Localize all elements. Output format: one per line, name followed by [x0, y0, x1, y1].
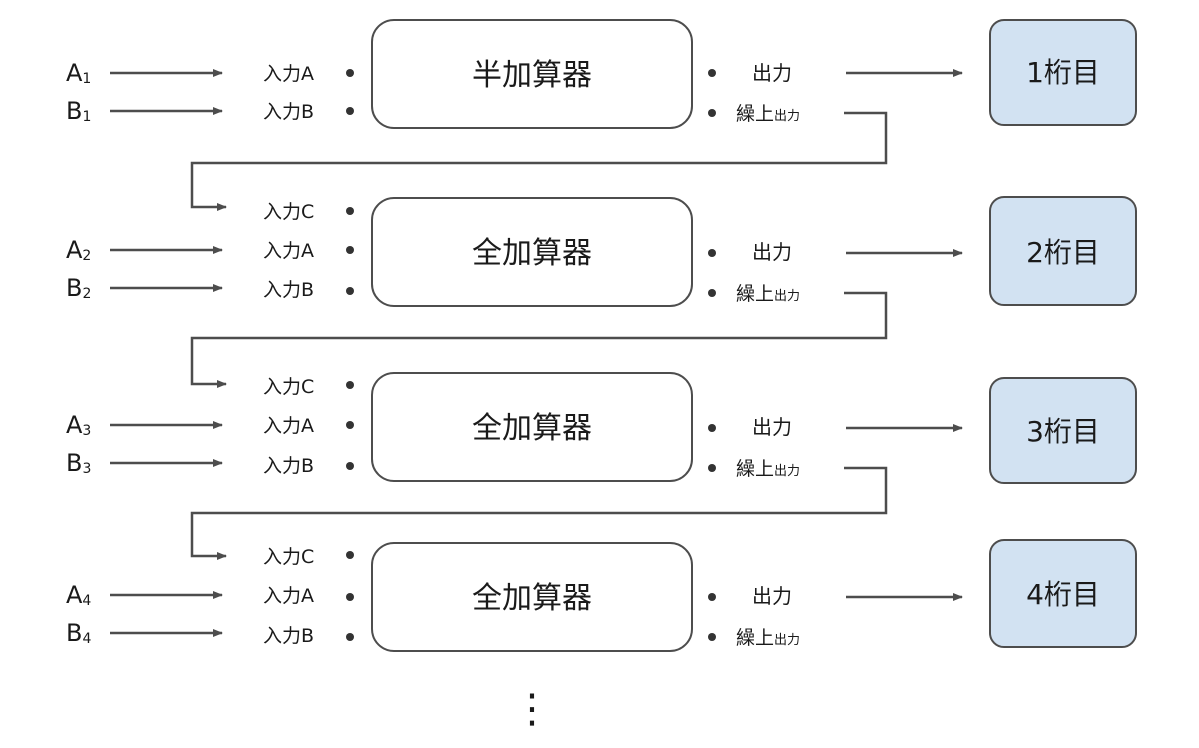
port-carry-4: 繰上出力: [736, 627, 800, 649]
port-out-4: 出力: [752, 584, 792, 608]
digit-label-2: 2桁目: [1026, 236, 1100, 269]
port-out-2: 出力: [752, 240, 792, 264]
digit-box-1: [989, 19, 1137, 126]
port-carry-3: 繰上出力: [736, 458, 800, 480]
port-dot: [708, 633, 716, 641]
digit-box-4: [989, 539, 1137, 648]
stage-3: 入力C A3 B3 入力A 入力B 全加算器 出力 繰上出力 3桁目: [66, 372, 1137, 484]
input-a-3-label: A3: [66, 411, 91, 439]
port-dot: [708, 424, 716, 432]
digit-box-2: [989, 196, 1137, 306]
port-in-a-1: 入力A: [263, 63, 314, 85]
port-dot: [346, 287, 354, 295]
port-dot: [346, 551, 354, 559]
port-dot: [708, 249, 716, 257]
port-in-a-3: 入力A: [263, 415, 314, 437]
port-dot: [708, 593, 716, 601]
port-dot: [346, 69, 354, 77]
continuation-ellipsis: ⋮: [512, 686, 552, 732]
digit-label-1: 1桁目: [1026, 56, 1100, 89]
adder-label-3: 全加算器: [472, 411, 592, 446]
port-dot: [708, 289, 716, 297]
adder-box-2: [371, 197, 693, 307]
adder-label-4: 全加算器: [472, 581, 592, 616]
port-dot: [346, 633, 354, 641]
input-b-4-label: B4: [66, 619, 91, 647]
adder-box-1: [371, 19, 693, 129]
carry-connector-2-3: [190, 291, 888, 388]
port-in-a-4: 入力A: [263, 585, 314, 607]
input-a-2-label: A2: [66, 236, 91, 264]
port-in-c-3: 入力C: [263, 376, 314, 398]
port-carry-2: 繰上出力: [736, 283, 800, 305]
port-dot: [346, 207, 354, 215]
port-dot: [708, 109, 716, 117]
carry-connector-3-4: [190, 466, 888, 560]
carry-connector-1-2: [190, 111, 888, 211]
port-dot: [708, 69, 716, 77]
adder-label-2: 全加算器: [472, 236, 592, 271]
port-in-b-2: 入力B: [263, 279, 314, 301]
digit-label-3: 3桁目: [1026, 415, 1100, 448]
input-b-1-label: B1: [66, 97, 91, 125]
port-in-b-3: 入力B: [263, 455, 314, 477]
digit-box-3: [989, 377, 1137, 484]
adder-box-3: [371, 372, 693, 482]
port-dot: [346, 462, 354, 470]
adder-label-1: 半加算器: [472, 58, 592, 93]
port-in-c-4: 入力C: [263, 546, 314, 568]
port-in-b-1: 入力B: [263, 101, 314, 123]
port-carry-1: 繰上出力: [736, 103, 800, 125]
stage-1: A1 B1 入力A 入力B 半加算器 出力 繰上出力 1桁目: [66, 19, 1137, 129]
digit-label-4: 4桁目: [1026, 578, 1100, 611]
port-out-1: 出力: [752, 61, 792, 85]
port-dot: [346, 107, 354, 115]
port-dot: [708, 464, 716, 472]
port-dot: [346, 246, 354, 254]
input-b-2-label: B2: [66, 274, 91, 302]
port-in-a-2: 入力A: [263, 240, 314, 262]
port-dot: [346, 593, 354, 601]
stage-2: 入力C A2 B2 入力A 入力B 全加算器 出力 繰上出力 2桁目: [66, 196, 1137, 307]
stage-4: 入力C A4 B4 入力A 入力B 全加算器 出力 繰上出力 4桁目: [66, 539, 1137, 652]
port-dot: [346, 381, 354, 389]
input-a-4-label: A4: [66, 581, 91, 609]
input-a-1-label: A1: [66, 59, 91, 87]
port-out-3: 出力: [752, 415, 792, 439]
input-b-3-label: B3: [66, 449, 91, 477]
port-in-b-4: 入力B: [263, 625, 314, 647]
adder-box-4: [371, 542, 693, 652]
port-in-c-2: 入力C: [263, 201, 314, 223]
port-dot: [346, 421, 354, 429]
